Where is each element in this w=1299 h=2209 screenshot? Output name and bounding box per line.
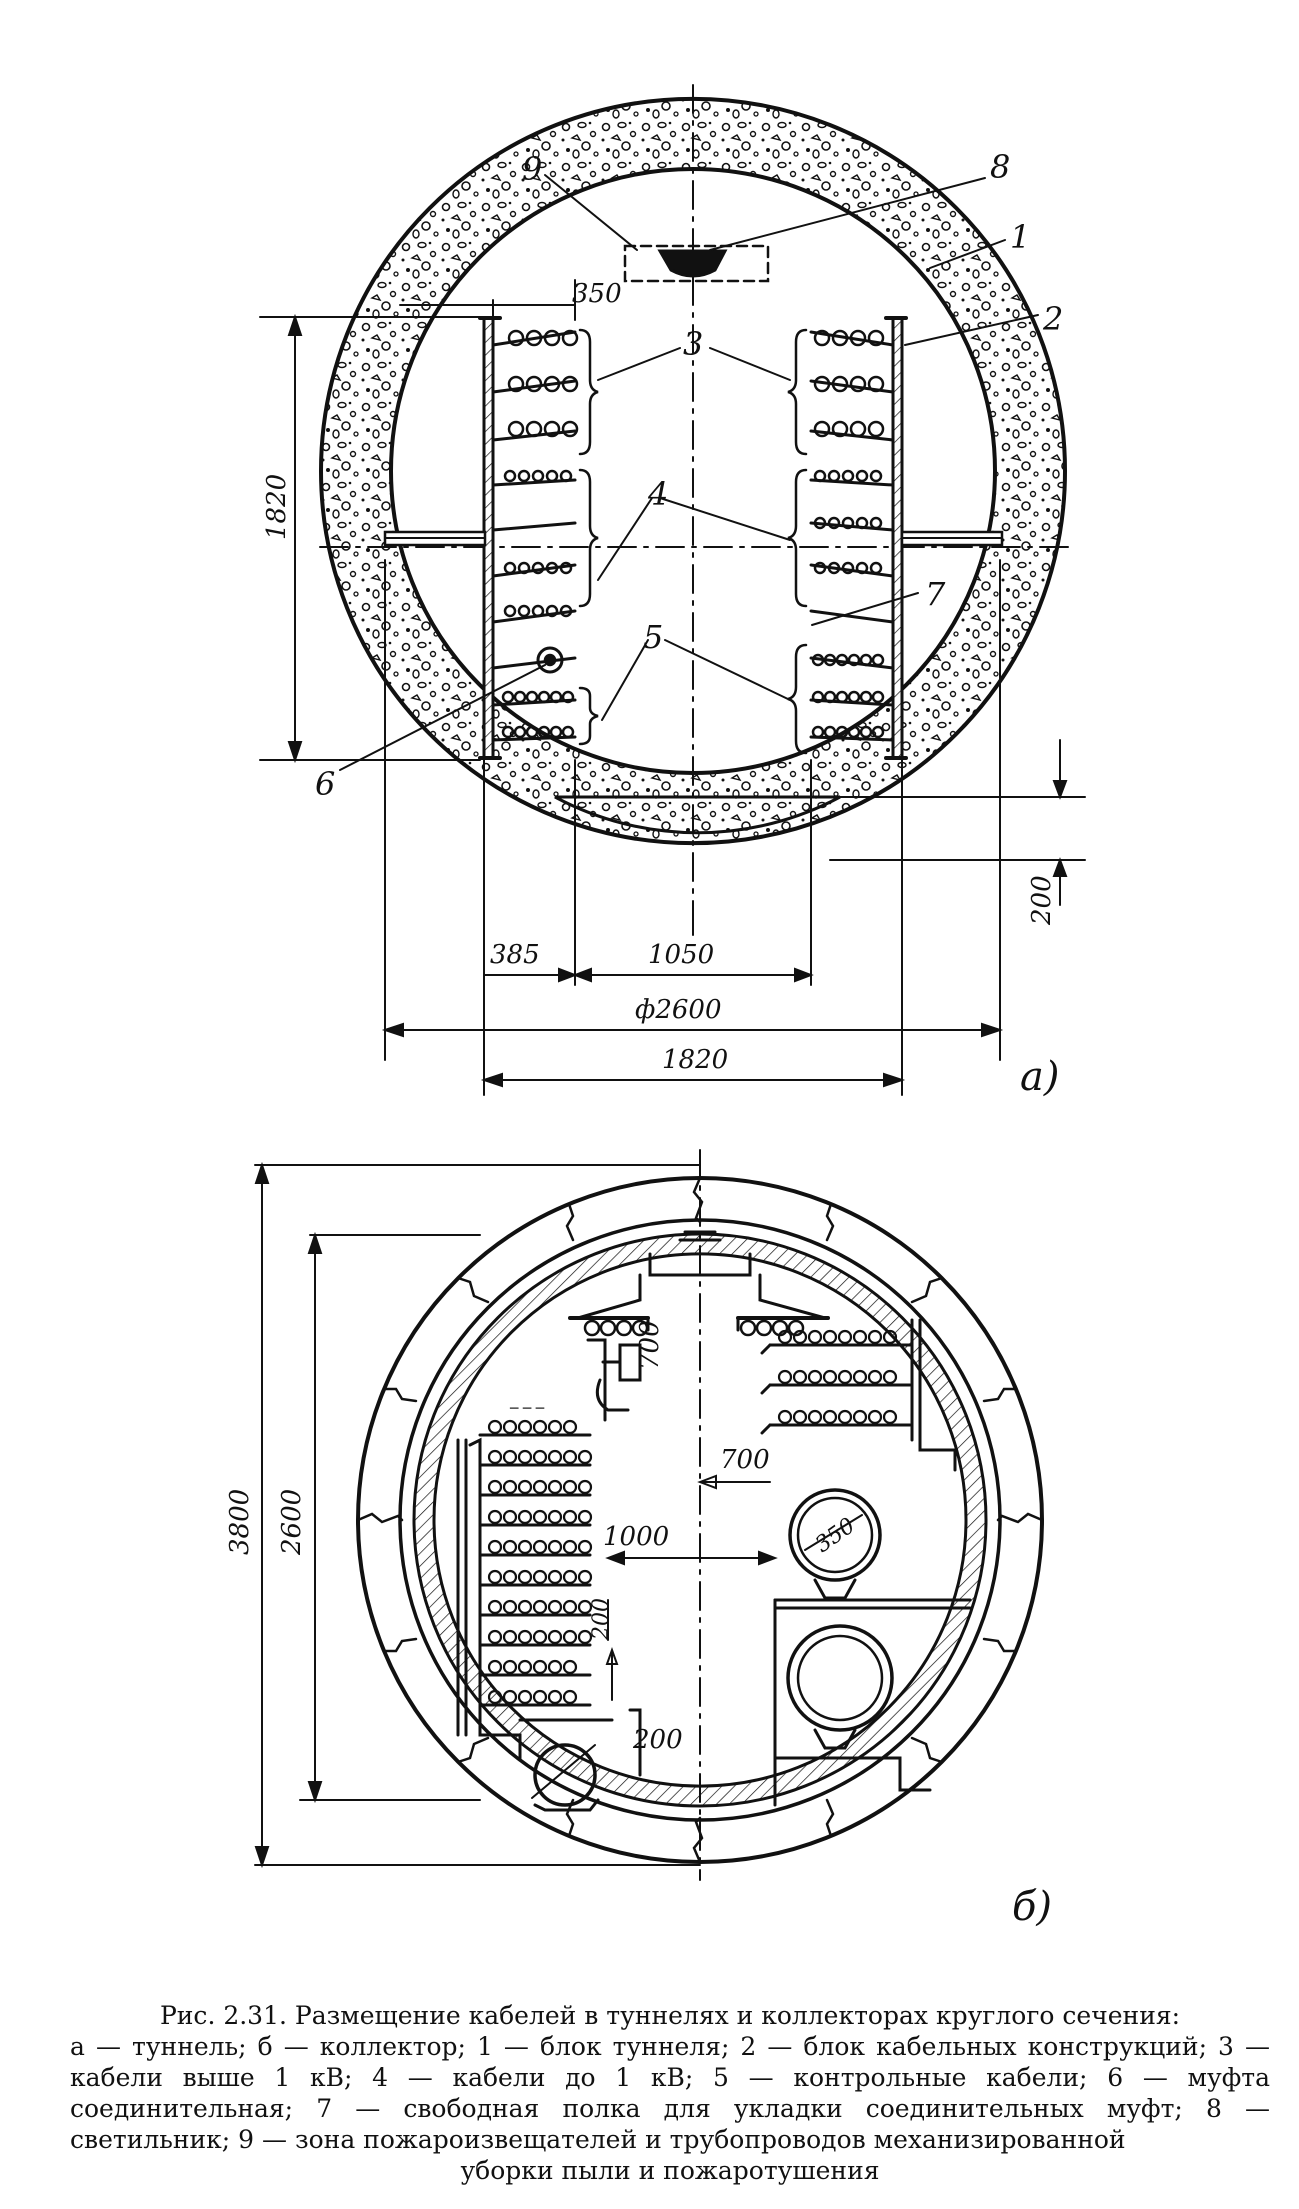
dim-1000: 1000 <box>603 1522 669 1552</box>
dim-1820-vertical: 1820 <box>262 474 292 540</box>
figure-b: ─ ─ ─ <box>225 1149 1052 1930</box>
dim-1050: 1050 <box>648 940 714 970</box>
callout-6: 6 <box>315 765 335 803</box>
right-pipes <box>628 1488 972 1807</box>
collector-outer-ring <box>356 1176 1044 1864</box>
caption-last-line: уборки пыли и пожаротушения <box>460 2156 880 2185</box>
dim-350: 350 <box>572 279 622 309</box>
callout-3: 3 <box>683 325 703 363</box>
fire-detector-zone <box>623 244 770 283</box>
dim-200-vertical: 200 <box>589 1598 614 1641</box>
callout-2: 2 <box>1042 300 1063 338</box>
lamp <box>657 249 728 278</box>
pipe-large <box>786 1624 894 1732</box>
dim-d2600: ф2600 <box>635 995 722 1025</box>
pipe-200 <box>533 1743 597 1807</box>
top-hanger <box>568 1230 830 1337</box>
callout-7: 7 <box>925 575 946 613</box>
caption-body: а — туннель; б — коллектор; 1 — блок тун… <box>70 2032 1270 2154</box>
dim-2600: 2600 <box>277 1489 307 1556</box>
callout-9: 9 <box>522 150 542 188</box>
callout-leaders <box>339 174 1039 771</box>
coupling <box>536 646 564 674</box>
floor-slab <box>554 795 841 835</box>
figure-a: 9 8 1 2 3 4 7 5 6 350 1820 200 385 1050 … <box>259 84 1086 1100</box>
svg-text:─ ─ ─: ─ ─ ─ <box>509 1401 545 1417</box>
right-cable-rack <box>787 316 1004 760</box>
callout-8: 8 <box>990 148 1010 186</box>
pipe-350 <box>788 1488 882 1582</box>
figure-b-label: б) <box>1012 1884 1052 1930</box>
dim-200-right: 200 <box>1027 875 1057 926</box>
ring-segment-joints <box>356 1176 1044 1864</box>
dim-200-pipe: 200 <box>632 1725 683 1755</box>
figure-caption: Рис. 2.31. Размещение кабелей в туннелях… <box>70 2000 1270 2186</box>
dim-1820-bottom: 1820 <box>662 1045 728 1075</box>
callout-1: 1 <box>1010 218 1030 256</box>
dim-385: 385 <box>490 940 540 970</box>
dim-700-horizontal: 700 <box>720 1445 770 1475</box>
dimension-lines-b <box>254 1161 863 1869</box>
left-cable-rack <box>383 316 599 760</box>
dim-3800: 3800 <box>225 1489 255 1555</box>
dimension-lines <box>259 279 1086 1096</box>
right-upper-shelves <box>760 1318 957 1472</box>
left-shelf-stack: ─ ─ ─ <box>456 1338 642 1762</box>
figure-a-label: а) <box>1020 1054 1059 1100</box>
callout-5: 5 <box>643 618 663 656</box>
callout-4: 4 <box>647 475 668 513</box>
dim-700-vertical: 700 <box>635 1320 665 1370</box>
caption-title: Рис. 2.31. Размещение кабелей в туннелях… <box>159 2001 1181 2030</box>
